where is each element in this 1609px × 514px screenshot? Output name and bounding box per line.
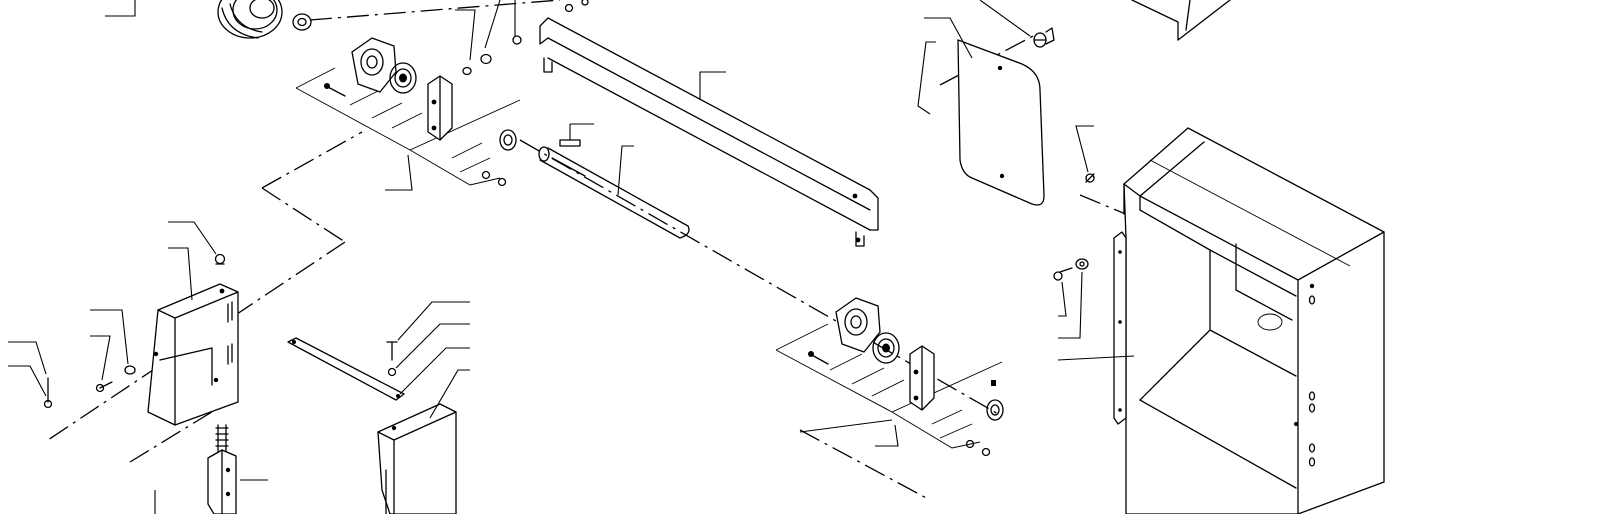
- mounting-strap: [287, 337, 405, 401]
- housing-callout-leaders: [1057, 125, 1135, 361]
- cross-brace-callout-leader: [699, 71, 726, 100]
- flange-bearing: [835, 297, 881, 353]
- nut: [965, 439, 991, 457]
- housing-hardware: [1053, 173, 1095, 281]
- shaft-key: [559, 123, 594, 147]
- access-cover-plate: [957, 39, 1045, 206]
- lock-collar: [986, 399, 1004, 421]
- bearing-insert: [872, 332, 900, 364]
- cross-brace: [539, 17, 879, 247]
- access-cover-callout-leaders: [917, 0, 1031, 115]
- pulley-callout-leader: [105, 0, 136, 17]
- housing-mount-flange: [1113, 231, 1127, 425]
- bolt: [324, 83, 346, 97]
- nut: [481, 170, 507, 187]
- lock-collar: [499, 129, 517, 151]
- side-bracket-hardware: [43, 253, 226, 409]
- support-post: [207, 424, 268, 514]
- drive-shaft: [538, 146, 690, 239]
- upper-bearing-callout-leaders: [385, 0, 516, 191]
- support-bracket: [377, 403, 457, 514]
- partial-part-top-right: [1131, 0, 1231, 41]
- bearing-insert: [389, 62, 417, 94]
- pulley: [217, 0, 312, 39]
- upper-bearing-assembly: [295, 37, 521, 187]
- side-bracket-callout-leaders: [8, 221, 217, 397]
- support-bracket-callout-leaders: [395, 301, 470, 419]
- small-hardware-top: [462, 0, 589, 76]
- bearing-bracket: [427, 75, 453, 141]
- side-bracket: [147, 283, 239, 426]
- flange-bearing: [351, 37, 397, 93]
- lower-bearing-assembly: [775, 297, 1004, 457]
- belt-guard-housing: [1123, 127, 1385, 514]
- support-bracket-hardware: [386, 341, 398, 377]
- drive-shaft-callout-leader: [617, 145, 634, 196]
- lower-bearing-callout-leader: [875, 424, 899, 447]
- access-cover-hardware: [1033, 27, 1055, 48]
- bearing-bracket: [909, 345, 935, 411]
- bolt: [808, 351, 829, 365]
